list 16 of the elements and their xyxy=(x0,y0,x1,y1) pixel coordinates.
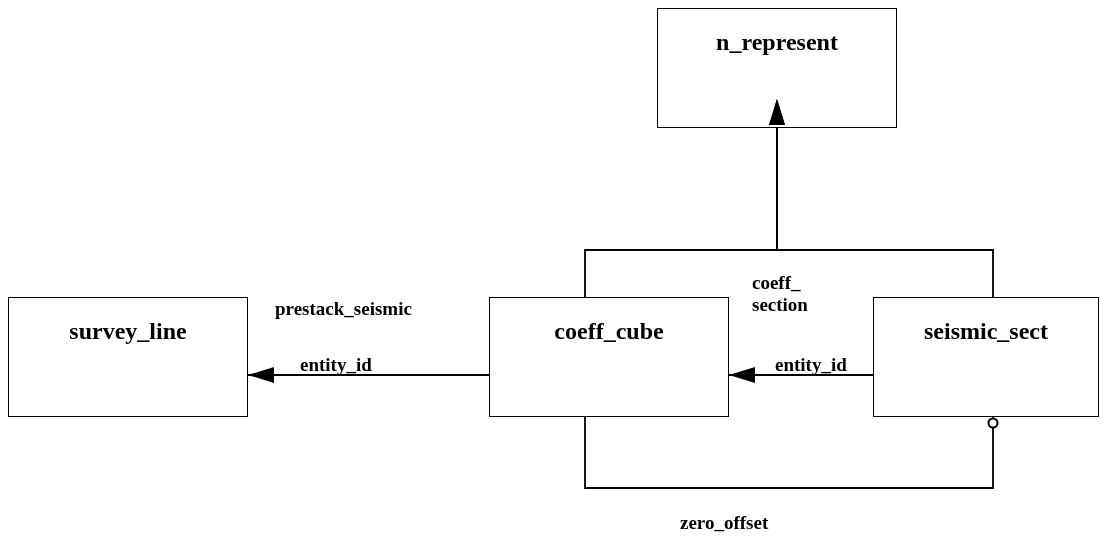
attribute-label: entity_id xyxy=(775,354,847,376)
entity-name: survey_line xyxy=(68,318,188,345)
entity-box xyxy=(489,297,729,417)
edge-label: zero_offset xyxy=(680,512,769,534)
entity-name: coeff_cube xyxy=(553,318,665,345)
entity-name: n_represent xyxy=(715,29,839,56)
arrow xyxy=(247,367,490,383)
entity-box xyxy=(873,297,1099,417)
entity-name: seismic_sect xyxy=(923,318,1049,345)
edge-label: prestack_seismic xyxy=(275,298,412,320)
edge-label: coeff_ section xyxy=(752,272,809,316)
arrow xyxy=(769,99,994,298)
attribute-label: entity_id xyxy=(300,354,372,376)
arrow xyxy=(728,367,874,383)
entity-box xyxy=(657,8,897,128)
entity-box xyxy=(8,297,248,417)
